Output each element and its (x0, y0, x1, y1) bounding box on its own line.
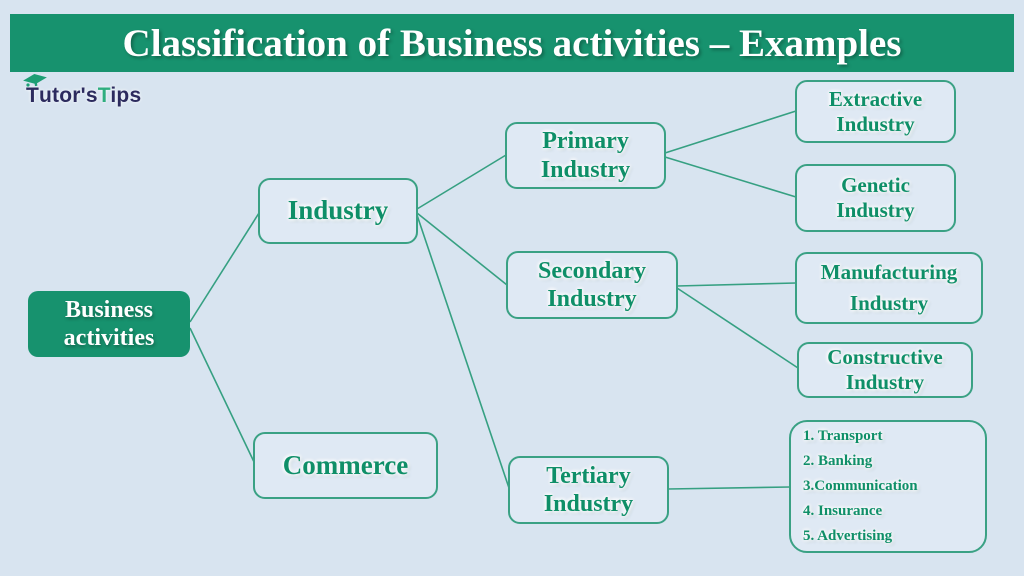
connector-business-industry (189, 212, 260, 323)
list-item: 5. Advertising (803, 528, 893, 544)
connector-industry-tertiary (416, 214, 510, 489)
node-label-line: Industry (547, 286, 637, 312)
node-manufacturing-industry: Manufacturing Industry (795, 252, 983, 324)
node-tertiary-industry: Tertiary Industry (508, 456, 669, 524)
connector-tertiary-services (667, 486, 791, 490)
node-constructive-industry: Constructive Industry (797, 342, 973, 398)
graduation-cap-icon (23, 74, 47, 87)
node-label-line: Industry (849, 291, 929, 316)
node-business-activities: Business activities (28, 291, 190, 357)
node-label-line: Primary (542, 128, 629, 155)
connector-primary-extractive (664, 110, 797, 154)
node-label-line: Secondary (538, 257, 646, 284)
node-extractive-industry: Extractive Industry (795, 80, 956, 143)
node-label: Commerce (282, 449, 409, 480)
node-label-line: Business (64, 296, 154, 323)
node-label-line: Industry (543, 491, 634, 517)
node-label-line: Genetic (841, 173, 910, 198)
node-label-line: Extractive (828, 86, 923, 111)
node-label: Industry (287, 195, 389, 226)
node-label-line: Industry (836, 111, 915, 136)
tutors-tips-logo: T utor'sTips (23, 74, 142, 108)
node-primary-industry: Primary Industry (505, 122, 666, 189)
logo-word2-initial: T (97, 84, 111, 107)
title-banner: Classification of Business activities – … (10, 14, 1014, 72)
connector-secondary-manufacturing (676, 282, 797, 287)
node-label-line: Tertiary (546, 462, 631, 489)
logo-word1-initial: T (23, 74, 47, 108)
node-label-line: activities (63, 325, 155, 351)
list-item: 3.Communication (803, 478, 918, 494)
node-label-line: Constructive (827, 345, 943, 370)
node-genetic-industry: Genetic Industry (795, 164, 956, 232)
connector-business-commerce (189, 327, 256, 465)
connector-industry-secondary (416, 212, 508, 286)
node-label-line: Industry (836, 198, 915, 222)
node-tertiary-examples-list: 1. Transport 2. Banking 3.Communication … (789, 420, 987, 553)
logo-word2-rest: ips (110, 84, 142, 107)
page-title: Classification of Business activities – … (122, 21, 902, 65)
node-secondary-industry: Secondary Industry (506, 251, 678, 319)
list-item: 2. Banking (803, 453, 873, 469)
node-label-line: Industry (845, 370, 925, 394)
connector-secondary-constructive (676, 287, 799, 369)
list-item: 1. Transport (803, 428, 883, 444)
node-industry: Industry (258, 178, 418, 244)
connector-primary-genetic (664, 156, 797, 198)
node-label-line: Industry (540, 156, 631, 183)
connector-industry-primary (416, 154, 507, 210)
node-commerce: Commerce (253, 432, 438, 499)
list-item: 4. Insurance (803, 503, 883, 519)
node-label-line: Manufacturing (820, 260, 958, 285)
logo-word1-rest: utor's (39, 84, 98, 107)
